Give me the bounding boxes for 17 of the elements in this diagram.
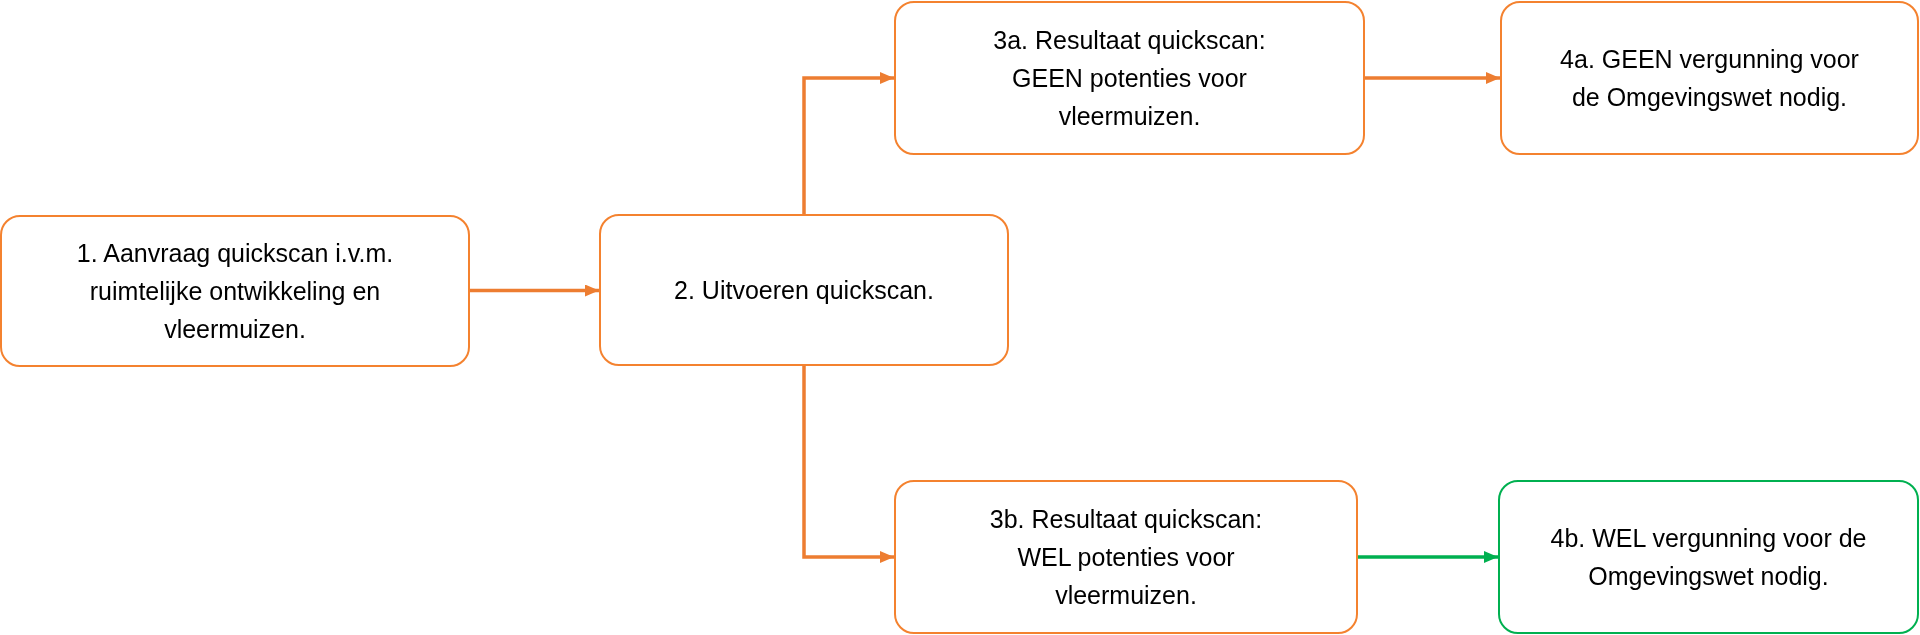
step-text: 3b. Resultaat quickscan: WEL potenties voor vleermuizen. xyxy=(988,504,1264,611)
process-box xyxy=(599,214,1009,366)
step-text: 3a. Resultaat quickscan: GEEN potenties voor vleermuizen. xyxy=(992,25,1267,132)
arrow xyxy=(802,366,894,563)
process-box xyxy=(1498,480,1919,634)
step-text: 2. Uitvoeren quickscan. xyxy=(674,275,934,306)
step-text: 1. Aanvraag quickscan i.v.m. ruimtelijke ontwikkeling en vleermuizen. xyxy=(75,238,395,345)
step-text: 4b. WEL vergunning voor de Omgevingswet nodig. xyxy=(1549,523,1868,592)
arrow xyxy=(470,284,599,297)
step-text: 4a. GEEN vergunning voor de Omgevingswet nodig. xyxy=(1559,44,1860,113)
arrow xyxy=(1358,551,1498,563)
process-box xyxy=(0,215,470,367)
process-box xyxy=(894,1,1365,155)
arrow xyxy=(1365,72,1500,84)
process-box xyxy=(1500,1,1919,155)
arrow xyxy=(802,72,894,214)
process-box xyxy=(894,480,1358,634)
